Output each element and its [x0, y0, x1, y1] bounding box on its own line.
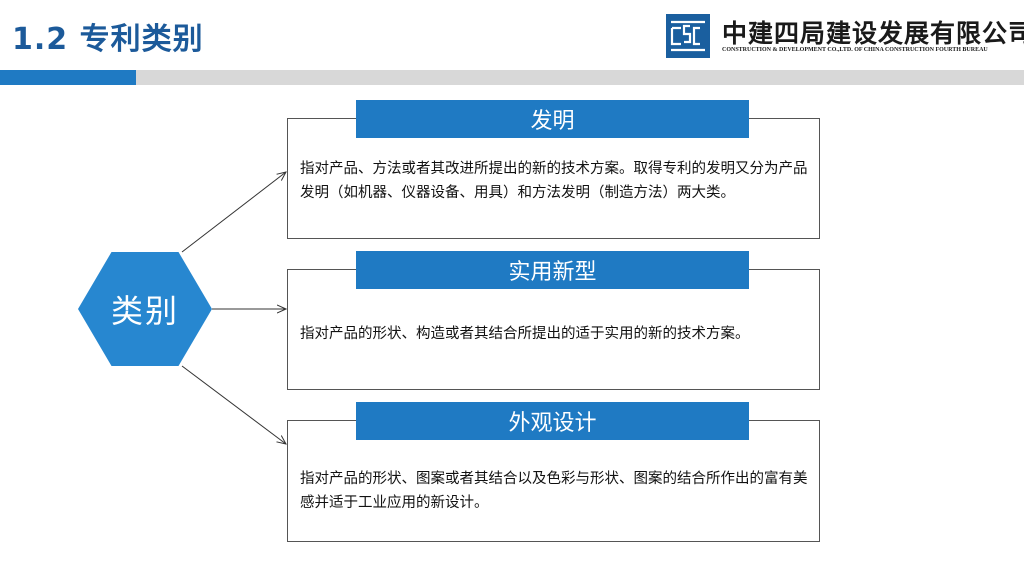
company-subtitle: CONSTRUCTION & DEVELOPMENT CO.,LTD. OF C…: [722, 47, 988, 53]
category-description-invention: 指对产品、方法或者其改进所提出的新的技术方案。取得专利的发明又分为产品发明（如机…: [300, 161, 808, 201]
category-header-invention: 发明: [356, 100, 749, 138]
category-description-design: 指对产品的形状、图案或者其结合以及色彩与形状、图案的结合所作出的富有美感并适于工…: [300, 471, 808, 511]
company-logo-icon: [666, 14, 710, 58]
category-box-utility-model: 指对产品的形状、构造或者其结合所提出的适于实用的新的技术方案。: [287, 269, 820, 390]
hexagon-label: 类别: [110, 292, 179, 330]
arrow-to-design: [181, 365, 286, 444]
title-divider-accent: [0, 70, 136, 85]
page-title: 1.2 专利类别: [12, 22, 204, 57]
company-name: 中建四局建设发展有限公司: [722, 19, 1024, 48]
arrow-to-invention: [181, 172, 286, 253]
title-divider-bar: [0, 70, 1024, 85]
category-header-utility-model: 实用新型: [356, 251, 749, 289]
category-header-design: 外观设计: [356, 402, 749, 440]
category-box-design: 指对产品的形状、图案或者其结合以及色彩与形状、图案的结合所作出的富有美感并适于工…: [287, 420, 820, 542]
category-box-invention: 指对产品、方法或者其改进所提出的新的技术方案。取得专利的发明又分为产品发明（如机…: [287, 118, 820, 239]
category-description-utility-model: 指对产品的形状、构造或者其结合所提出的适于实用的新的技术方案。: [300, 326, 750, 342]
